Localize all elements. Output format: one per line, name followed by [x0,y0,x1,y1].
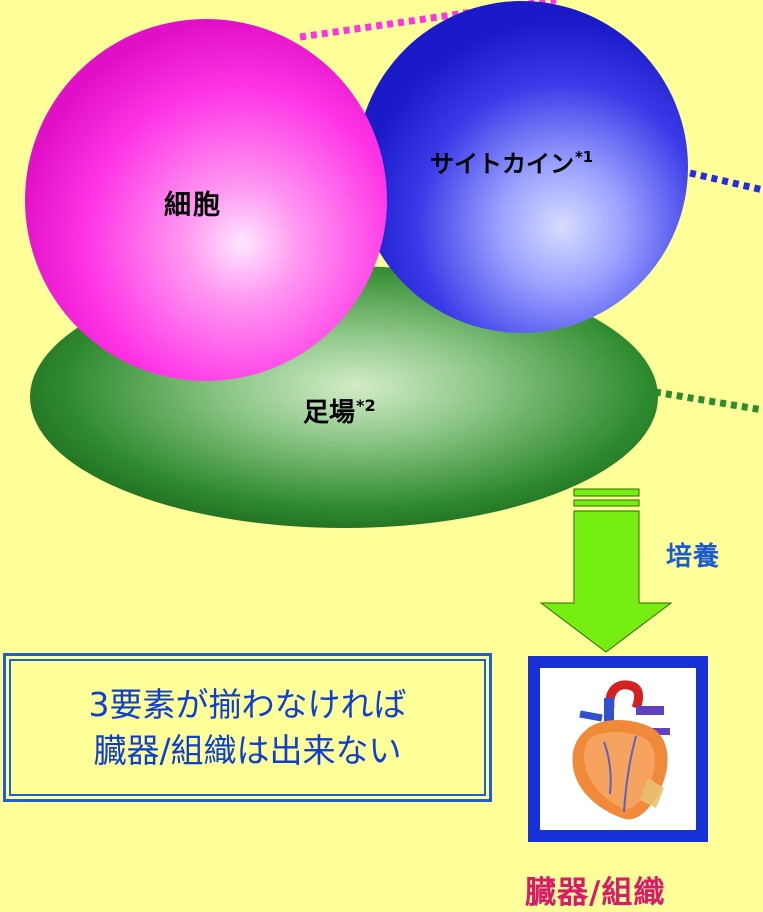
heart-icon [572,680,670,820]
organ-image-frame [528,656,708,842]
culture-arrow [539,488,673,653]
cytokine-label: サイトカイン*1 [430,148,594,178]
note-line-1: 3要素が揃わなければ [88,684,407,724]
culture-label: 培養 [666,542,721,572]
organ-image [540,668,696,830]
note-line-2: 臓器/組織は出来ない [93,730,402,770]
note-box: 3要素が揃わなければ 臓器/組織は出来ない [3,653,492,802]
connector-line-cytokine [689,169,763,194]
cells-label: 細胞 [164,190,222,221]
scaffold-label: 足場*2 [303,395,376,428]
cytokine-footnote: *1 [575,148,594,167]
cells-sphere [25,19,387,381]
note-box-inner: 3要素が揃わなければ 臓器/組織は出来ない [9,659,486,796]
scaffold-footnote: *2 [356,395,376,415]
connector-line-scaffold [654,388,763,414]
organ-tissue-label: 臓器/組織 [525,875,666,911]
cytokine-sphere [356,1,688,333]
